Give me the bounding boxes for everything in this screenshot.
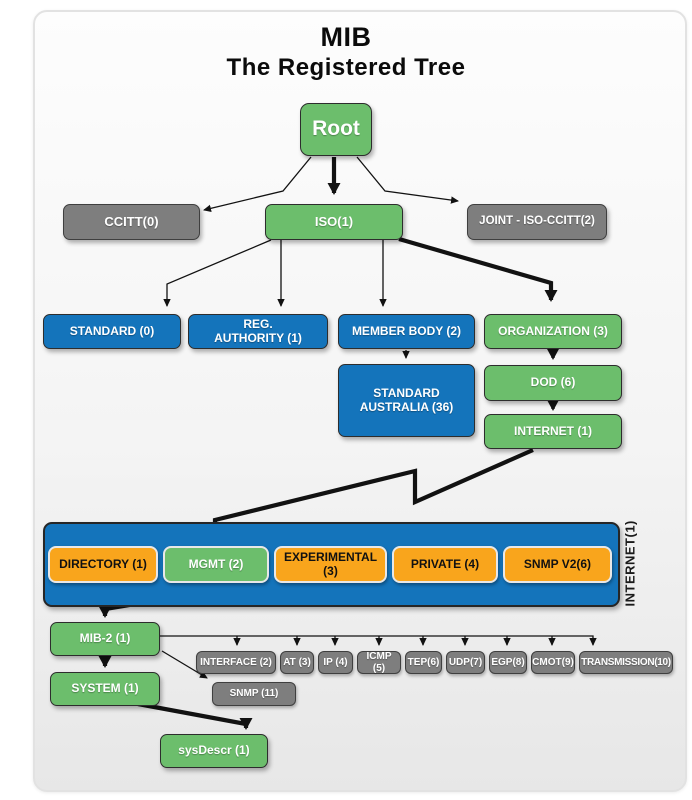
node-reg-authority-line1: REG. — [243, 316, 273, 331]
node-mib2: MIB-2 (1) — [50, 622, 160, 656]
node-iso: ISO(1) — [265, 204, 403, 240]
diagram-subtitle: The Registered Tree — [226, 54, 466, 81]
node-tep: TEP(6) — [405, 651, 442, 674]
node-snmp11: SNMP (11) — [212, 682, 296, 706]
node-ip: IP (4) — [318, 651, 353, 674]
node-directory: DIRECTORY (1) — [48, 546, 158, 583]
node-standard-australia: STANDARD AUSTRALIA (36) — [338, 364, 475, 437]
node-icmp: ICMP (5) — [357, 651, 401, 674]
node-reg-authority: REG. AUTHORITY (1) — [188, 314, 328, 349]
node-ccitt: CCITT(0) — [63, 204, 200, 240]
node-cmot: CMOT(9) — [531, 651, 575, 674]
node-member-body: MEMBER BODY (2) — [338, 314, 475, 349]
node-system: SYSTEM (1) — [50, 672, 160, 706]
diagram-title: MIB — [320, 22, 372, 52]
node-experimental: EXPERIMENTAL (3) — [274, 546, 387, 583]
node-reg-authority-line2: AUTHORITY (1) — [214, 330, 302, 345]
node-private: PRIVATE (4) — [392, 546, 498, 583]
internet-bar-label: INTERNET(1) — [622, 520, 638, 607]
node-interface: INTERFACE (2) — [196, 651, 276, 674]
node-snmp-v2: SNMP V2(6) — [503, 546, 612, 583]
node-standard: STANDARD (0) — [43, 314, 181, 349]
node-standard-australia-line1: STANDARD — [373, 385, 440, 400]
node-egp: EGP(8) — [489, 651, 527, 674]
node-organization: ORGANIZATION (3) — [484, 314, 622, 349]
node-at: AT (3) — [280, 651, 314, 674]
node-standard-australia-line2: AUSTRALIA (36) — [359, 399, 454, 414]
node-joint-iso-ccitt: JOINT - ISO-CCITT(2) — [467, 204, 607, 240]
node-internet: INTERNET (1) — [484, 414, 622, 449]
node-dod: DOD (6) — [484, 365, 622, 401]
node-transmission: TRANSMISSION(10) — [579, 651, 673, 674]
node-mgmt: MGMT (2) — [163, 546, 269, 583]
node-sysdescr: sysDescr (1) — [160, 734, 268, 768]
node-udp: UDP(7) — [446, 651, 485, 674]
node-root: Root — [300, 103, 372, 156]
